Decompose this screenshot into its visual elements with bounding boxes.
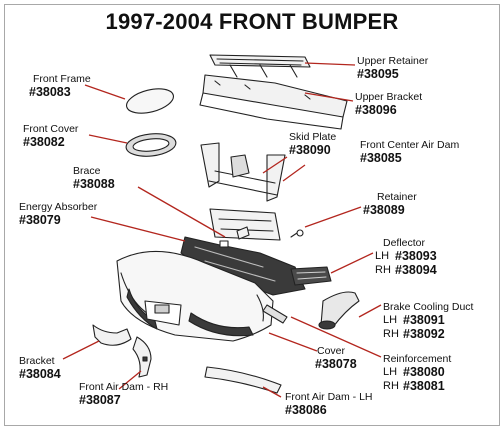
brake-cooling-duct-rh-number: #38092: [403, 327, 445, 341]
energy-absorber-number: #38079: [19, 213, 61, 227]
leader-lines: [62, 62, 382, 398]
deflector-lh-label: LH: [375, 250, 390, 262]
front-cover-part: [125, 133, 177, 157]
bumper-cover-part: [116, 250, 274, 342]
diagram-frame: 1997-2004 FRONT BUMPER: [4, 4, 500, 426]
deflector-rh-label: RH: [375, 264, 391, 276]
front-center-air-dam-name: Front Center Air Dam: [360, 139, 460, 151]
brake-cooling-duct-rh-label: RH: [383, 328, 399, 340]
reinforcement-lh-number: #38080: [403, 365, 445, 379]
exploded-parts-drawing: [62, 54, 382, 398]
brace-part: [236, 226, 250, 240]
brace-number: #38088: [73, 177, 115, 191]
upper-bracket-number: #38096: [355, 103, 397, 117]
front-cover-number: #38082: [23, 135, 65, 149]
upper-bracket-part: [199, 74, 348, 130]
bracket-number: #38084: [19, 367, 61, 381]
reinforcement-name: Reinforcement: [383, 353, 452, 365]
brake-cooling-duct-lh-number: #38091: [403, 313, 445, 327]
retainer-number: #38089: [363, 203, 405, 217]
front-air-dam-lh-part: [204, 366, 282, 394]
reinforcement-rh-number: #38081: [403, 379, 445, 393]
reinforcement-rh-label: RH: [383, 380, 399, 392]
front-air-dam-rh-number: #38087: [79, 393, 121, 407]
upper-retainer-part: [209, 54, 311, 78]
upper-bracket-name: Upper Bracket: [355, 91, 423, 103]
front-frame-part: [126, 88, 174, 114]
skid-plate-name: Skid Plate: [289, 131, 337, 143]
upper-retainer-name: Upper Retainer: [357, 55, 429, 67]
front-center-air-dam-number: #38085: [360, 151, 402, 165]
cover-name: Cover: [317, 345, 346, 357]
brake-cooling-duct-lh-label: LH: [383, 314, 398, 326]
front-air-dam-lh-name: Front Air Dam - LH: [285, 391, 373, 403]
brace-name: Brace: [73, 165, 101, 177]
deflector-name: Deflector: [383, 237, 426, 249]
reinforcement-part: [262, 304, 288, 324]
upper-retainer-number: #38095: [357, 67, 399, 81]
skid-plate-number: #38090: [289, 143, 331, 157]
front-frame-number: #38083: [29, 85, 71, 99]
deflector-lh-number: #38093: [395, 249, 437, 263]
front-cover-name: Front Cover: [23, 123, 79, 135]
front-air-dam-rh-part: [132, 336, 152, 378]
retainer-name: Retainer: [377, 191, 417, 203]
brake-cooling-duct-part: [318, 291, 360, 330]
front-air-dam-rh-name: Front Air Dam - RH: [79, 381, 169, 393]
diagram-title: 1997-2004 FRONT BUMPER: [105, 9, 399, 34]
skid-plate-part: [200, 142, 286, 202]
deflector-part: [290, 266, 332, 286]
energy-absorber-name: Energy Absorber: [19, 201, 98, 213]
cover-number: #38078: [315, 357, 357, 371]
bracket-name: Bracket: [19, 355, 55, 367]
brake-cooling-duct-name: Brake Cooling Duct: [383, 301, 474, 313]
front-air-dam-lh-number: #38086: [285, 403, 327, 417]
retainer-part: [209, 208, 304, 241]
front-frame-name: Front Frame: [33, 73, 91, 85]
bracket-part: [92, 324, 132, 346]
reinforcement-lh-label: LH: [383, 366, 398, 378]
deflector-rh-number: #38094: [395, 263, 437, 277]
